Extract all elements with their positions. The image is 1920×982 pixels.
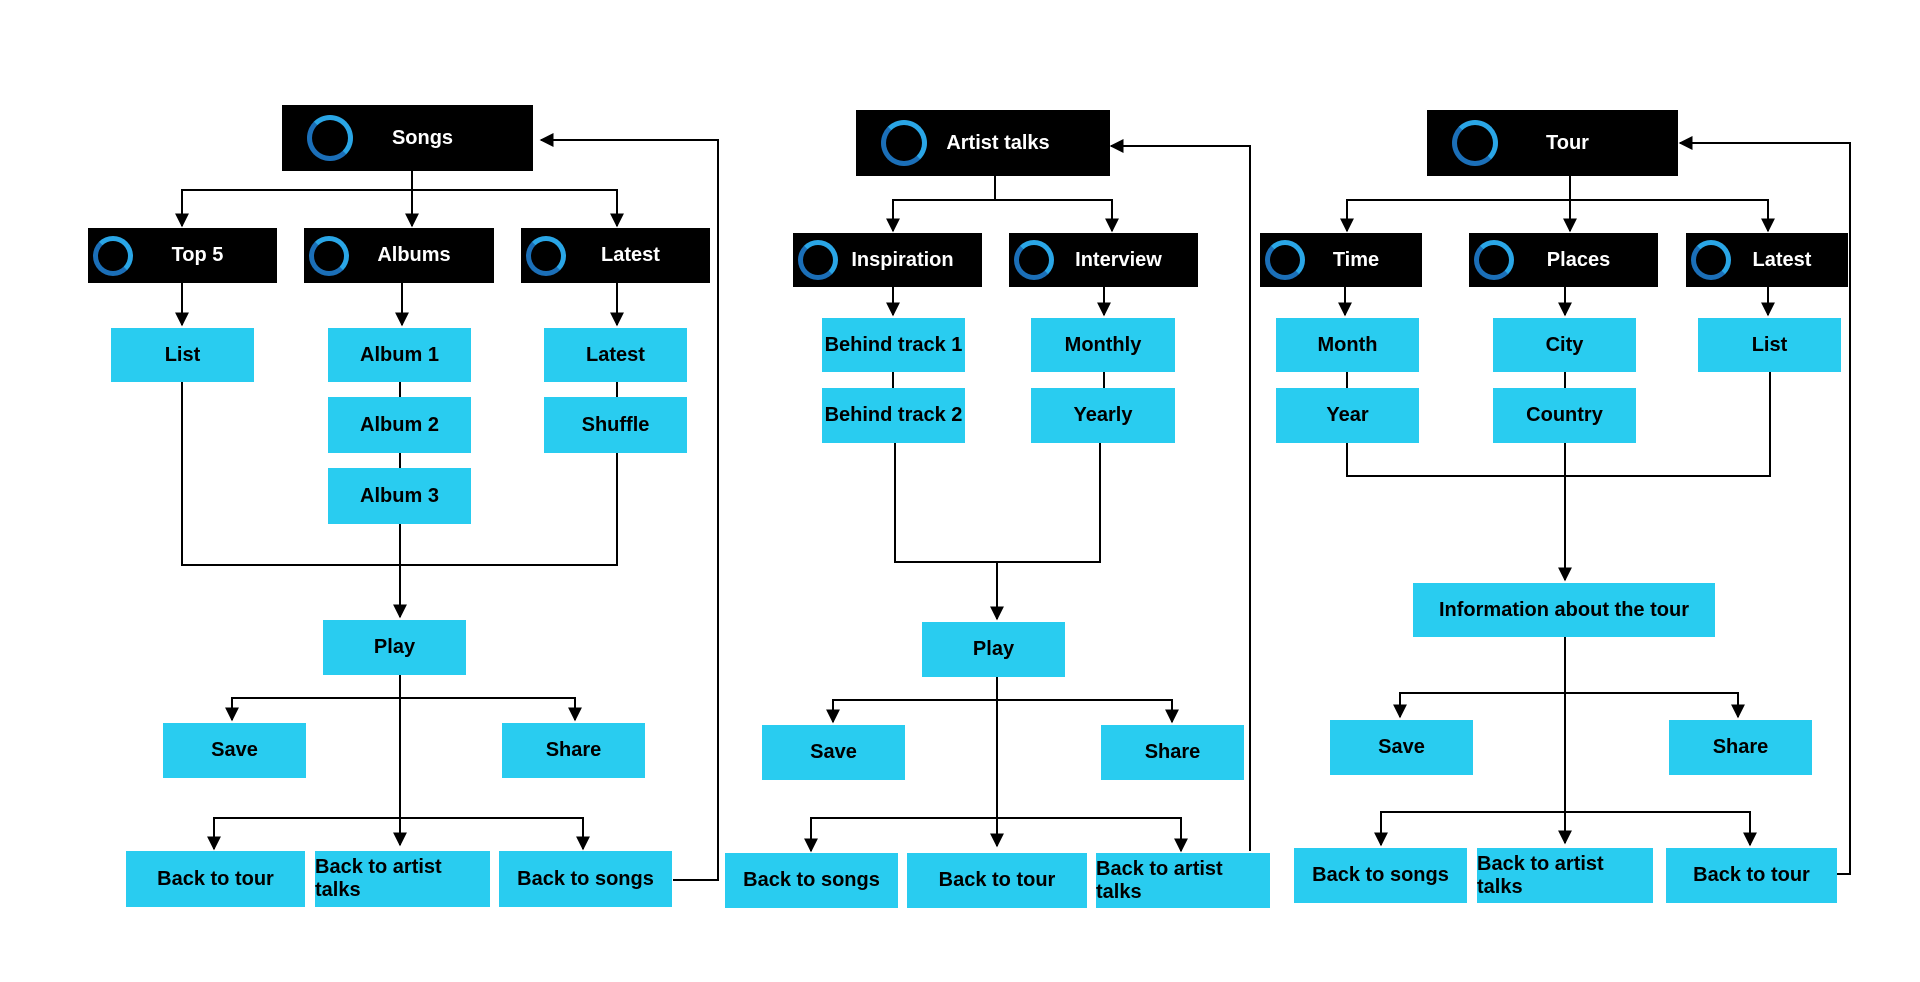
share-box[interactable]: Share	[502, 723, 645, 778]
month-box[interactable]: Month	[1276, 318, 1419, 372]
top5-header[interactable]: Top 5	[88, 228, 277, 283]
connector	[1393, 692, 1565, 719]
back-to-songs-box[interactable]: Back to songs	[1294, 848, 1467, 903]
yearly-box[interactable]: Yearly	[1031, 388, 1175, 443]
loading-ring-icon	[1474, 240, 1514, 280]
latest-header[interactable]: Latest	[521, 228, 710, 283]
album2-box[interactable]: Album 2	[328, 397, 471, 453]
time-label: Time	[1332, 248, 1380, 271]
save-box[interactable]: Save	[163, 723, 306, 778]
back-to-songs-box[interactable]: Back to songs	[725, 853, 898, 908]
connector	[1109, 139, 1251, 851]
connector	[1570, 199, 1775, 233]
connector	[1678, 136, 1851, 875]
connector	[804, 817, 997, 853]
play-box[interactable]: Play	[323, 620, 466, 675]
connector	[997, 817, 1188, 853]
connector	[400, 697, 582, 722]
connector	[886, 176, 996, 233]
back-to-tour-box[interactable]: Back to tour	[907, 853, 1087, 908]
connector	[995, 199, 1119, 233]
connector	[1565, 692, 1745, 719]
back-to-songs-box[interactable]: Back to songs	[499, 851, 672, 907]
connector	[539, 133, 719, 881]
loading-ring-icon	[881, 120, 927, 166]
loading-ring-icon	[307, 115, 353, 161]
shuffle-box[interactable]: Shuffle	[544, 397, 687, 453]
top5-label: Top 5	[171, 244, 224, 266]
songs-header[interactable]: Songs	[282, 105, 533, 171]
artist-talks-title: Artist talks	[946, 131, 1050, 154]
interview-label: Interview	[1075, 248, 1162, 271]
connector	[412, 189, 624, 228]
connector	[997, 699, 1179, 724]
connector	[175, 171, 413, 228]
places-label: Places	[1546, 248, 1611, 271]
artist-talks-header[interactable]: Artist talks	[856, 110, 1110, 176]
save-box[interactable]: Save	[1330, 720, 1473, 775]
play-box[interactable]: Play	[922, 622, 1065, 677]
back-to-tour-box[interactable]: Back to tour	[126, 851, 305, 907]
connector	[1340, 176, 1571, 233]
back-to-artist-talks-box[interactable]: Back to artist talks	[1096, 853, 1270, 908]
connector	[1346, 372, 1771, 477]
save-box[interactable]: Save	[762, 725, 905, 780]
monthly-box[interactable]: Monthly	[1031, 318, 1175, 372]
back-to-artist-talks-box[interactable]: Back to artist talks	[1477, 848, 1653, 903]
albums-header[interactable]: Albums	[304, 228, 494, 283]
loading-ring-icon	[309, 235, 349, 276]
tour-list-box[interactable]: List	[1698, 318, 1841, 372]
tour-latest-header[interactable]: Latest	[1686, 233, 1848, 287]
tour-info-box[interactable]: Information about the tour	[1413, 583, 1715, 637]
share-box[interactable]: Share	[1669, 720, 1812, 775]
loading-ring-icon	[1452, 120, 1498, 166]
time-header[interactable]: Time	[1260, 233, 1422, 287]
tour-header[interactable]: Tour	[1427, 110, 1678, 176]
connector	[400, 817, 590, 851]
albums-label: Albums	[377, 244, 451, 266]
inspiration-label: Inspiration	[851, 248, 954, 271]
back-to-artist-talks-box[interactable]: Back to artist talks	[315, 851, 490, 907]
tour-latest-label: Latest	[1752, 248, 1812, 271]
loading-ring-icon	[798, 240, 838, 280]
list-box[interactable]: List	[111, 328, 254, 382]
places-header[interactable]: Places	[1469, 233, 1658, 287]
loading-ring-icon	[526, 235, 566, 276]
album3-box[interactable]: Album 3	[328, 468, 471, 524]
connector	[1565, 811, 1757, 847]
latest-box[interactable]: Latest	[544, 328, 687, 382]
tour-title: Tour	[1546, 131, 1589, 154]
album1-box[interactable]: Album 1	[328, 328, 471, 382]
connector	[826, 699, 997, 724]
connector	[894, 443, 1101, 563]
loading-ring-icon	[1691, 240, 1731, 280]
behind-track-2-box[interactable]: Behind track 2	[822, 388, 965, 443]
behind-track-1-box[interactable]: Behind track 1	[822, 318, 965, 372]
connector	[1374, 811, 1565, 847]
connector	[225, 697, 400, 722]
back-to-tour-box[interactable]: Back to tour	[1666, 848, 1837, 903]
connector	[207, 817, 400, 851]
country-box[interactable]: Country	[1493, 388, 1636, 443]
loading-ring-icon	[93, 235, 133, 276]
latest-label: Latest	[601, 244, 660, 266]
city-box[interactable]: City	[1493, 318, 1636, 372]
loading-ring-icon	[1265, 240, 1305, 280]
loading-ring-icon	[1014, 240, 1054, 280]
share-box[interactable]: Share	[1101, 725, 1244, 780]
year-box[interactable]: Year	[1276, 388, 1419, 443]
inspiration-header[interactable]: Inspiration	[793, 233, 982, 287]
interview-header[interactable]: Interview	[1009, 233, 1198, 287]
songs-title: Songs	[391, 126, 454, 149]
